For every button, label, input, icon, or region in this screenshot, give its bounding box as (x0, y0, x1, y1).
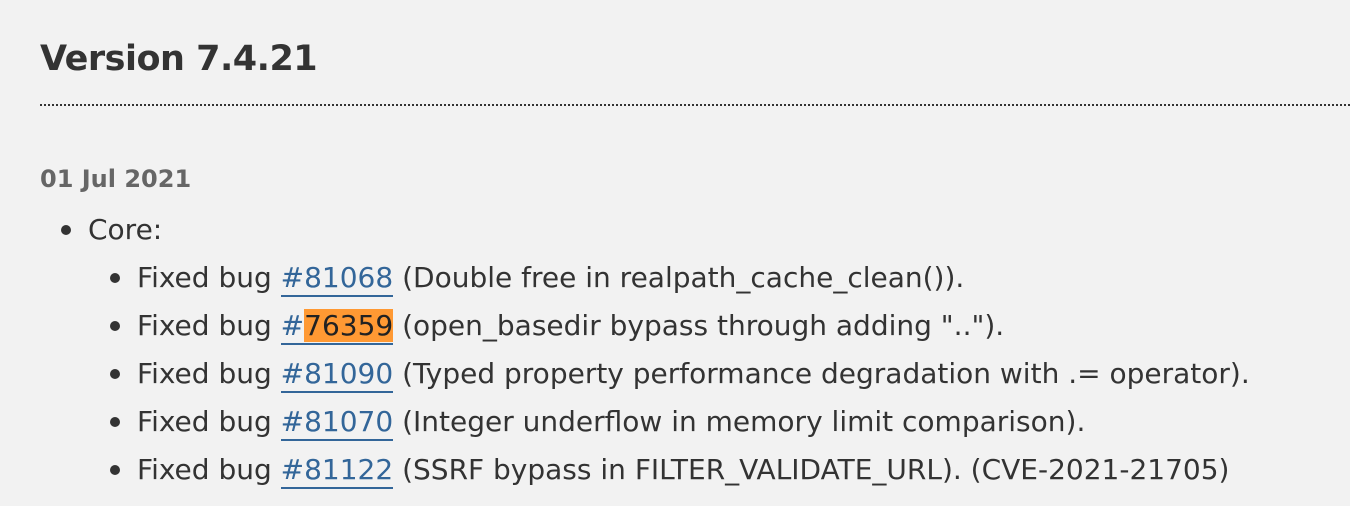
bug-link-81122[interactable]: #81122 (280, 453, 394, 489)
release-date: 01 Jul 2021 (40, 165, 192, 193)
search-highlight: 76359 (304, 309, 394, 342)
bug-link-hash: # (280, 309, 305, 342)
entry-list: Fixed bug #81068 (Double free in realpat… (88, 254, 1250, 494)
list-item: Fixed bug #81068 (Double free in realpat… (88, 254, 1250, 302)
entry-prefix: Fixed bug (137, 261, 281, 294)
entry-prefix: Fixed bug (137, 453, 281, 486)
bullet-icon (110, 417, 120, 427)
bullet-icon (110, 369, 120, 379)
version-title: Version 7.4.21 (40, 39, 318, 79)
bug-link-76359[interactable]: #76359 (280, 309, 394, 345)
list-item: Fixed bug #76359 (open_basedir bypass th… (88, 302, 1250, 350)
list-item: Fixed bug #81122 (SSRF bypass in FILTER_… (88, 446, 1250, 494)
entry-prefix: Fixed bug (137, 309, 281, 342)
section-core: Core: Fixed bug #81068 (Double free in r… (40, 206, 1250, 494)
changelog-section-list: Core: Fixed bug #81068 (Double free in r… (40, 206, 1250, 494)
bug-link-81090[interactable]: #81090 (280, 357, 394, 393)
bullet-icon (110, 273, 120, 283)
bullet-icon (61, 225, 71, 235)
entry-description: (Integer underflow in memory limit compa… (393, 405, 1086, 438)
entry-description: (Double free in realpath_cache_clean()). (393, 261, 965, 294)
entry-prefix: Fixed bug (137, 405, 281, 438)
bug-link-81070[interactable]: #81070 (280, 405, 394, 441)
bug-link-81068[interactable]: #81068 (280, 261, 394, 297)
entry-description: (SSRF bypass in FILTER_VALIDATE_URL). (C… (393, 453, 1230, 486)
section-label: Core: (88, 213, 163, 246)
list-item: Fixed bug #81070 (Integer underflow in m… (88, 398, 1250, 446)
entry-description: (Typed property performance degradation … (393, 357, 1250, 390)
section-divider (40, 104, 1350, 106)
list-item: Fixed bug #81090 (Typed property perform… (88, 350, 1250, 398)
bullet-icon (110, 321, 120, 331)
entry-prefix: Fixed bug (137, 357, 281, 390)
entry-description: (open_basedir bypass through adding ".."… (393, 309, 1005, 342)
bullet-icon (110, 465, 120, 475)
